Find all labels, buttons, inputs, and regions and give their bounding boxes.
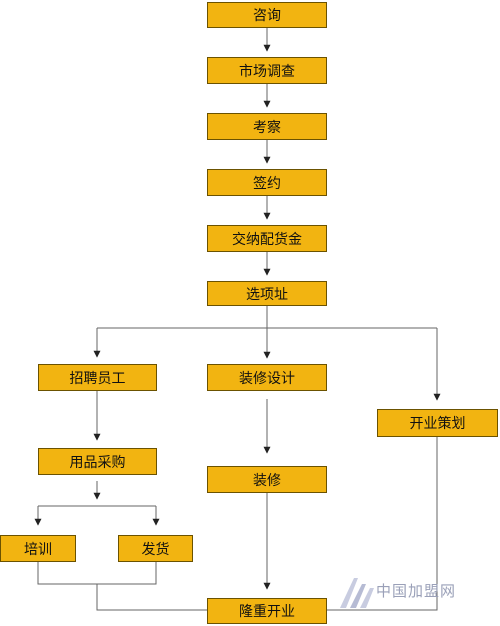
node-decoration: 装修 bbox=[207, 466, 327, 493]
node-consult: 咨询 bbox=[207, 2, 327, 28]
line-training-shipping-merge bbox=[37, 562, 157, 585]
node-grand-opening: 隆重开业 bbox=[207, 598, 327, 624]
watermark-text: 中国加盟网 bbox=[376, 582, 457, 600]
jm-logo-icon bbox=[340, 578, 374, 608]
node-market-research: 市场调查 bbox=[207, 57, 327, 84]
node-shipping: 发货 bbox=[118, 535, 193, 562]
node-purchase-supplies: 用品采购 bbox=[38, 448, 157, 475]
node-recruit: 招聘员工 bbox=[38, 364, 157, 391]
node-training: 培训 bbox=[0, 535, 76, 562]
node-site-selection: 选项址 bbox=[207, 281, 327, 306]
node-opening-plan: 开业策划 bbox=[377, 409, 498, 437]
line-plan-to-opening bbox=[327, 437, 438, 611]
node-inspection: 考察 bbox=[207, 113, 327, 140]
node-pay-deposit: 交纳配货金 bbox=[207, 225, 327, 252]
node-decoration-design: 装修设计 bbox=[207, 364, 327, 391]
line-merge-to-opening bbox=[96, 584, 207, 611]
watermark: 中国加盟网 bbox=[336, 574, 496, 614]
node-sign-contract: 签约 bbox=[207, 169, 327, 196]
